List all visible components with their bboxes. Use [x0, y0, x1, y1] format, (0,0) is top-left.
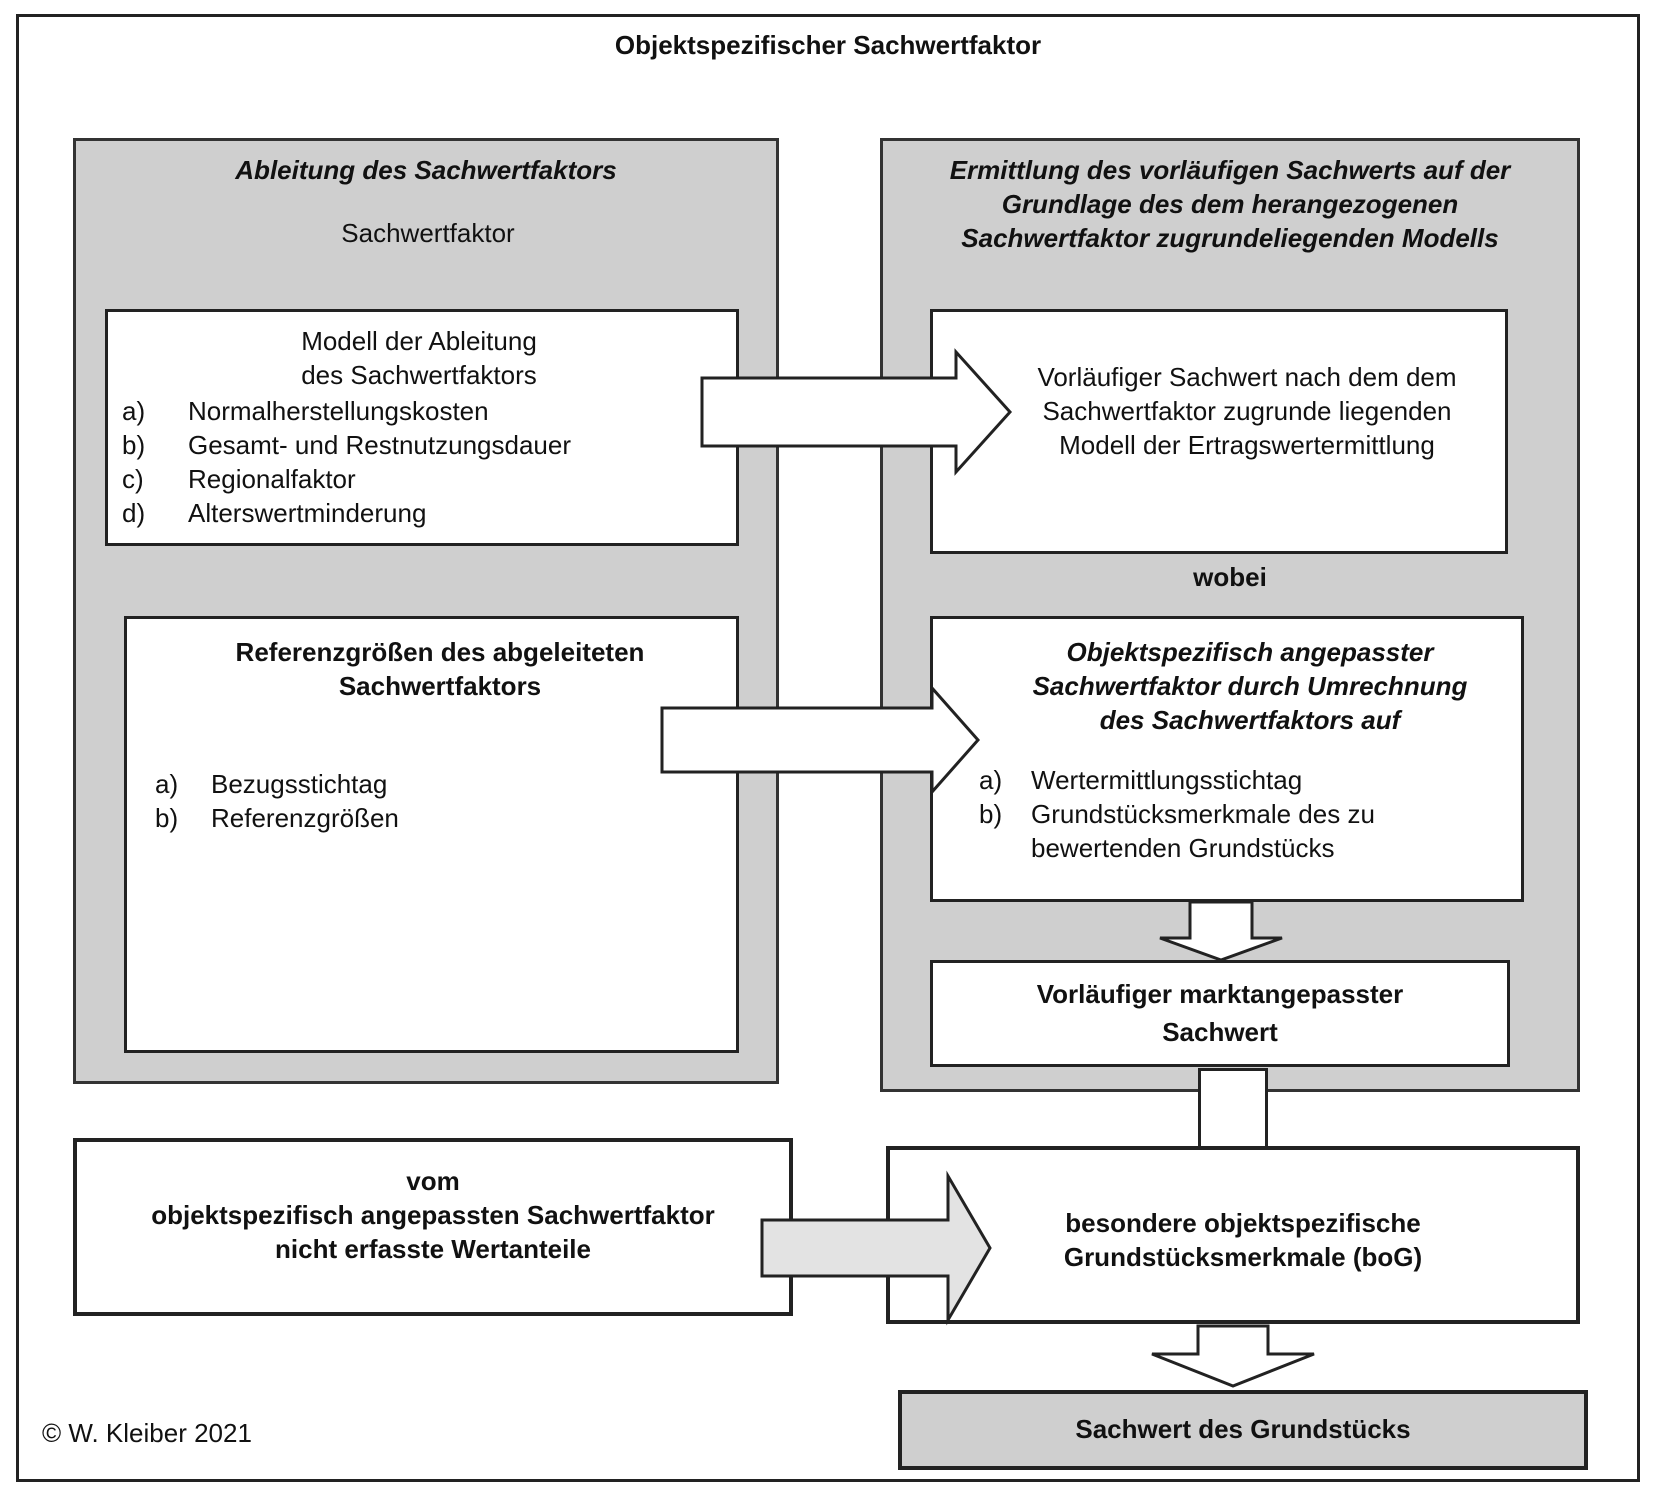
non-captured-line3: nicht erfasste Wertanteile: [275, 1234, 591, 1264]
preliminary-value-line2: Sachwertfaktor zugrunde liegenden: [1042, 396, 1452, 426]
adjusted-factor-line3: des Sachwertfaktors auf: [1099, 705, 1401, 735]
reference-box-title-line2: Sachwertfaktors: [338, 671, 542, 701]
right-panel-heading-line3: Sachwertfaktor zugrundeliegenden Modells: [961, 223, 1499, 253]
diagram-title: Objektspezifischer Sachwertfaktor: [614, 30, 1042, 60]
right-panel: [880, 138, 1580, 1092]
connector-bar: [1198, 1068, 1268, 1148]
preliminary-value-line1: Vorläufiger Sachwert nach dem dem: [1037, 362, 1457, 392]
copyright-notice: © W. Kleiber 2021: [42, 1418, 252, 1448]
bog-line2: Grundstücksmerkmale (boG): [1063, 1242, 1423, 1272]
reference-list: a)Bezugsstichtag b)Referenzgrößen: [155, 767, 726, 835]
list-item: a)Normalherstellungskosten: [122, 396, 489, 426]
right-panel-heading-line2: Grundlage des dem herangezogenen: [1001, 189, 1459, 219]
bog-line1: besondere objektspezifische: [1065, 1208, 1421, 1238]
adjusted-factor-line2: Sachwertfaktor durch Umrechnung: [1032, 671, 1468, 701]
reference-box-title-line1: Referenzgrößen des abgeleiteten: [235, 637, 645, 667]
bog-box: besondere objektspezifische Grundstücksm…: [886, 1146, 1580, 1324]
non-captured-values-box: vom objektspezifisch angepassten Sachwer…: [73, 1138, 793, 1316]
list-item: a)Bezugsstichtag: [155, 769, 388, 799]
market-adjusted-line1: Vorläufiger marktangepasster: [1036, 979, 1404, 1009]
market-adjusted-box: Vorläufiger marktangepasster Sachwert: [930, 960, 1510, 1067]
model-list: a)Normalherstellungskosten b)Gesamt- und…: [122, 394, 724, 530]
adjusted-factor-box: Objektspezifisch angepasster Sachwertfak…: [930, 616, 1524, 902]
non-captured-line2: objektspezifisch angepassten Sachwertfak…: [151, 1200, 715, 1230]
right-panel-heading: Ermittlung des vorläufigen Sachwerts auf…: [880, 153, 1580, 255]
adjusted-factor-line1: Objektspezifisch angepasster: [1066, 637, 1434, 667]
diagram-frame: [16, 14, 1640, 1482]
non-captured-line1: vom: [406, 1166, 460, 1196]
list-item: c)Regionalfaktor: [122, 464, 356, 494]
preliminary-value-line3: Modell der Ertragswertermittlung: [1059, 430, 1435, 460]
wobei-label: wobei: [1193, 562, 1267, 592]
model-box: Modell der Ableitung des Sachwertfaktors…: [105, 309, 739, 546]
left-panel-subheading: Sachwertfaktor: [341, 218, 515, 248]
list-item: b)Grundstücksmerkmale des zu: [979, 799, 1375, 829]
list-item: b)Referenzgrößen: [155, 803, 399, 833]
result-box: Sachwert des Grundstücks: [898, 1390, 1588, 1470]
result-label: Sachwert des Grundstücks: [1075, 1414, 1411, 1444]
reference-box: Referenzgrößen des abgeleiteten Sachwert…: [124, 616, 739, 1053]
list-item: d)Alterswertminderung: [122, 498, 427, 528]
model-box-title-line2: des Sachwertfaktors: [301, 360, 537, 390]
list-item: b)Gesamt- und Restnutzungsdauer: [122, 430, 571, 460]
model-box-title-line1: Modell der Ableitung: [301, 326, 537, 356]
preliminary-value-box: Vorläufiger Sachwert nach dem dem Sachwe…: [930, 309, 1508, 554]
right-panel-heading-line1: Ermittlung des vorläufigen Sachwerts auf…: [949, 155, 1511, 185]
left-panel-heading: Ableitung des Sachwertfaktors: [235, 155, 617, 185]
market-adjusted-line2: Sachwert: [1162, 1017, 1278, 1047]
list-item: a)Wertermittlungsstichtag: [979, 765, 1303, 795]
adjusted-factor-list: a)Wertermittlungsstichtag b)Grundstücksm…: [979, 763, 1511, 865]
list-item: bewertenden Grundstücks: [1031, 833, 1335, 863]
